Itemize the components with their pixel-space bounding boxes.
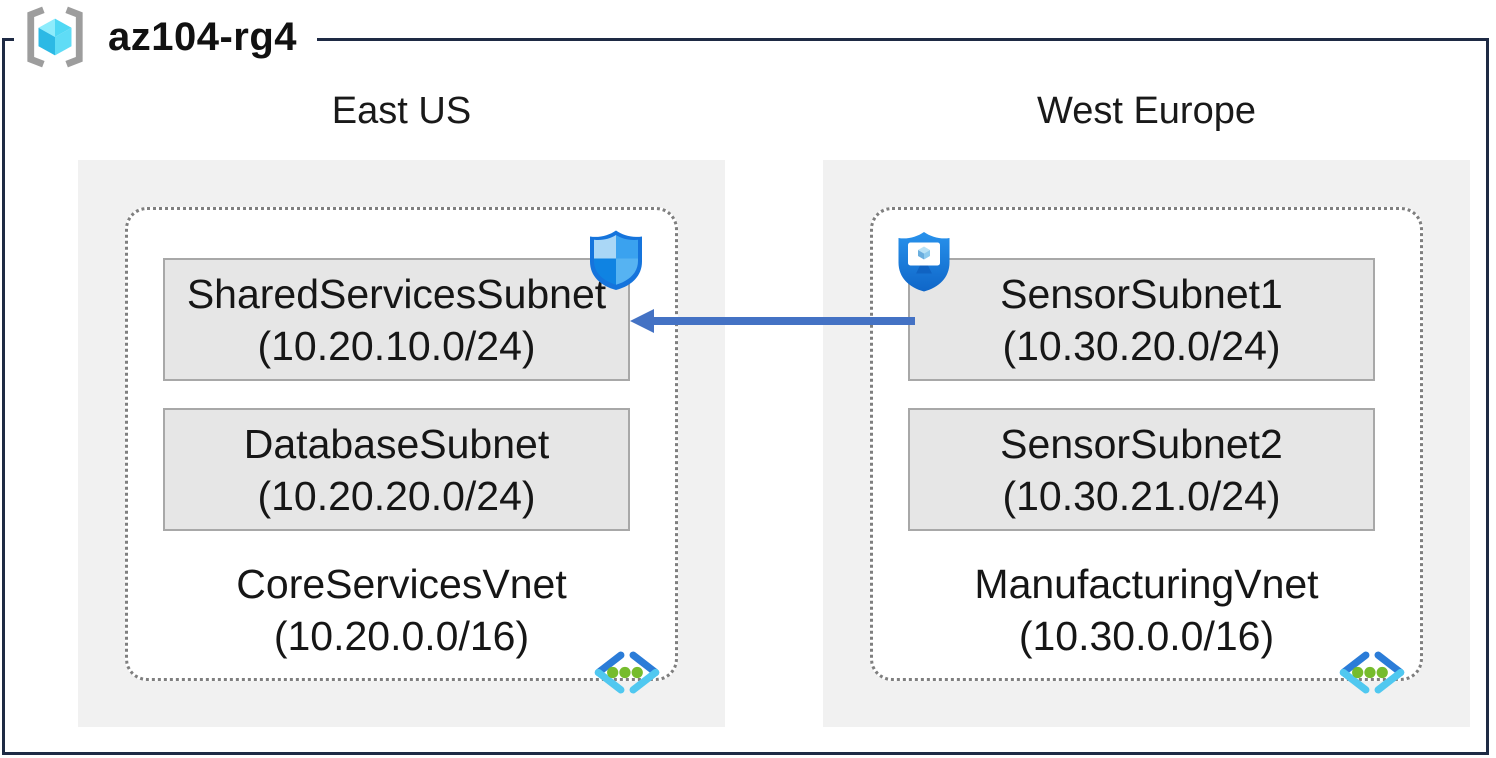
network-security-group-shield-icon: [590, 230, 642, 290]
subnet-box-sensor1: SensorSubnet1 (10.30.20.0/24): [908, 258, 1375, 381]
vnet-name: CoreServicesVnet: [236, 561, 567, 607]
vnet-label-manufacturing: ManufacturingVnet (10.30.0.0/16): [873, 558, 1420, 662]
subnet-name: SensorSubnet1: [1000, 270, 1283, 317]
vnet-box-coreservices: SharedServicesSubnet (10.20.10.0/24) Dat…: [125, 207, 678, 694]
region-label-west-europe: West Europe: [1037, 90, 1256, 132]
peering-arrow-head: [630, 309, 654, 333]
subnet-cidr: (10.30.20.0/24): [1002, 322, 1281, 369]
subnet-name: DatabaseSubnet: [243, 420, 550, 467]
resource-group-name: az104-rg4: [108, 14, 298, 59]
resource-group-icon: [27, 6, 83, 68]
subnet-cidr: (10.20.10.0/24): [257, 322, 536, 369]
region-label-east-us: East US: [331, 90, 472, 132]
subnet-box-sensor2: SensorSubnet2 (10.30.21.0/24): [908, 408, 1375, 531]
subnet-box-database: DatabaseSubnet (10.20.20.0/24): [163, 408, 630, 531]
vnet-cidr: (10.20.0.0/16): [273, 613, 530, 659]
vnet-cidr: (10.30.0.0/16): [1018, 613, 1275, 659]
subnet-cidr: (10.30.21.0/24): [1002, 472, 1281, 519]
subnet-name: SharedServicesSubnet: [186, 270, 607, 317]
vnet-box-manufacturing: SensorSubnet1 (10.30.20.0/24) SensorSubn…: [870, 207, 1423, 694]
subnet-name: SensorSubnet2: [1000, 420, 1283, 467]
region-box-west-europe: SensorSubnet1 (10.30.20.0/24) SensorSubn…: [823, 160, 1470, 727]
virtual-network-icon: [594, 651, 660, 694]
subnet-cidr: (10.20.20.0/24): [257, 472, 536, 519]
subnet-box-sharedservices: SharedServicesSubnet (10.20.10.0/24): [163, 258, 630, 381]
resource-group-frame: [2, 38, 1489, 755]
application-security-group-shield-icon: [898, 232, 950, 292]
vnet-name: ManufacturingVnet: [974, 561, 1319, 607]
peering-arrow-line: [648, 317, 915, 325]
resource-group-header: az104-rg4: [14, 4, 318, 70]
vnet-label-coreservices: CoreServicesVnet (10.20.0.0/16): [128, 558, 675, 662]
region-box-east-us: SharedServicesSubnet (10.20.10.0/24) Dat…: [78, 160, 725, 727]
virtual-network-icon: [1339, 651, 1405, 694]
